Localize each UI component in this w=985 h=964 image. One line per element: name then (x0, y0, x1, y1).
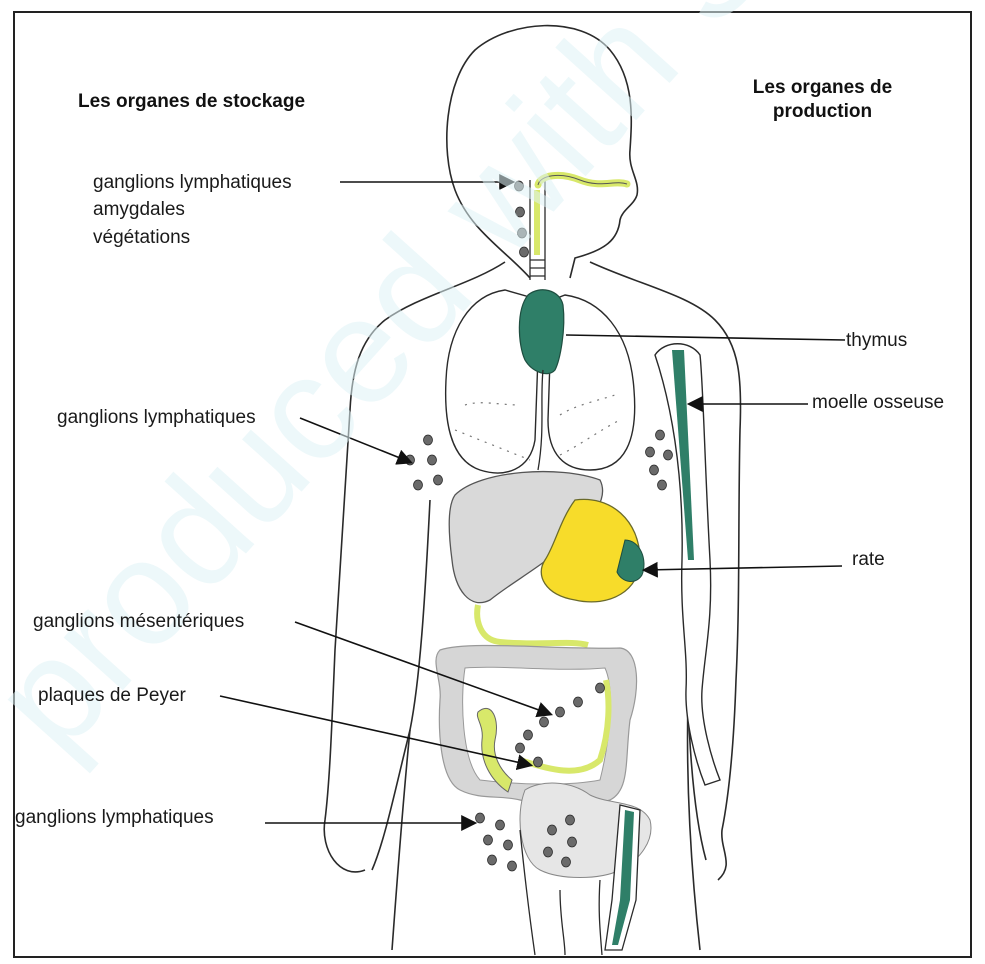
lymph-node-dot (656, 430, 665, 440)
lymph-node-dot (504, 840, 513, 850)
lymph-node-dot (488, 855, 497, 865)
lymph-node-dot (658, 480, 667, 490)
lymph-node-dot (596, 683, 605, 693)
lymph-node-dot (664, 450, 673, 460)
lymph-node-dot (534, 757, 543, 767)
lymph-node-dot (646, 447, 655, 457)
lymph-node-dot (516, 207, 525, 217)
thoracic-duct (538, 370, 543, 470)
label-neck-nodes: ganglions lymphatiques (93, 173, 292, 192)
lymph-vessel-upper (538, 175, 627, 185)
lymph-node-dot (484, 835, 493, 845)
lymph-node-dot (428, 455, 437, 465)
lymph-node-dot (508, 861, 517, 871)
lymph-node-dot (476, 813, 485, 823)
lymph-node-dot (544, 847, 553, 857)
heading-storage-organs: Les organes de stockage (78, 90, 305, 114)
heading-production-line2: production (773, 101, 872, 122)
lymph-node-dot (424, 435, 433, 445)
thymus-organ (519, 290, 563, 374)
label-tonsils: amygdales (93, 200, 185, 219)
heading-production-organs: Les organes de production (735, 76, 910, 124)
lymph-node-dot (520, 247, 529, 257)
lymph-node-dot (524, 730, 533, 740)
lymph-node-dot (540, 717, 549, 727)
label-peyer-patches: plaques de Peyer (38, 686, 186, 705)
label-bone-marrow: moelle osseuse (812, 393, 944, 412)
label-axillary-nodes: ganglions lymphatiques (57, 408, 256, 427)
lymph-node-dot (518, 228, 527, 238)
label-spleen: rate (852, 550, 885, 569)
heading-production-line1: Les organes de (753, 77, 892, 98)
arrow-spleen (645, 566, 842, 570)
label-mesenteric-nodes: ganglions mésentériques (33, 612, 244, 631)
lymph-node-dot (515, 181, 524, 191)
lymph-node-dot (434, 475, 443, 485)
arrow-axillary (300, 418, 410, 462)
lymph-node-dot (650, 465, 659, 475)
lymph-node-dot (566, 815, 575, 825)
lymph-node-dot (496, 820, 505, 830)
intestinal-lymph-vessel (477, 605, 588, 645)
lymph-node-dot (414, 480, 423, 490)
label-inguinal-nodes: ganglions lymphatiques (15, 808, 214, 827)
lymph-node-dot (556, 707, 565, 717)
lymph-node-dot (574, 697, 583, 707)
lymph-node-dot (548, 825, 557, 835)
lymph-node-dot (562, 857, 571, 867)
lymph-node-dot (516, 743, 525, 753)
lymph-node-dot (568, 837, 577, 847)
humerus-bone (655, 344, 720, 785)
label-adenoids: végétations (93, 228, 190, 247)
label-thymus: thymus (846, 331, 907, 350)
